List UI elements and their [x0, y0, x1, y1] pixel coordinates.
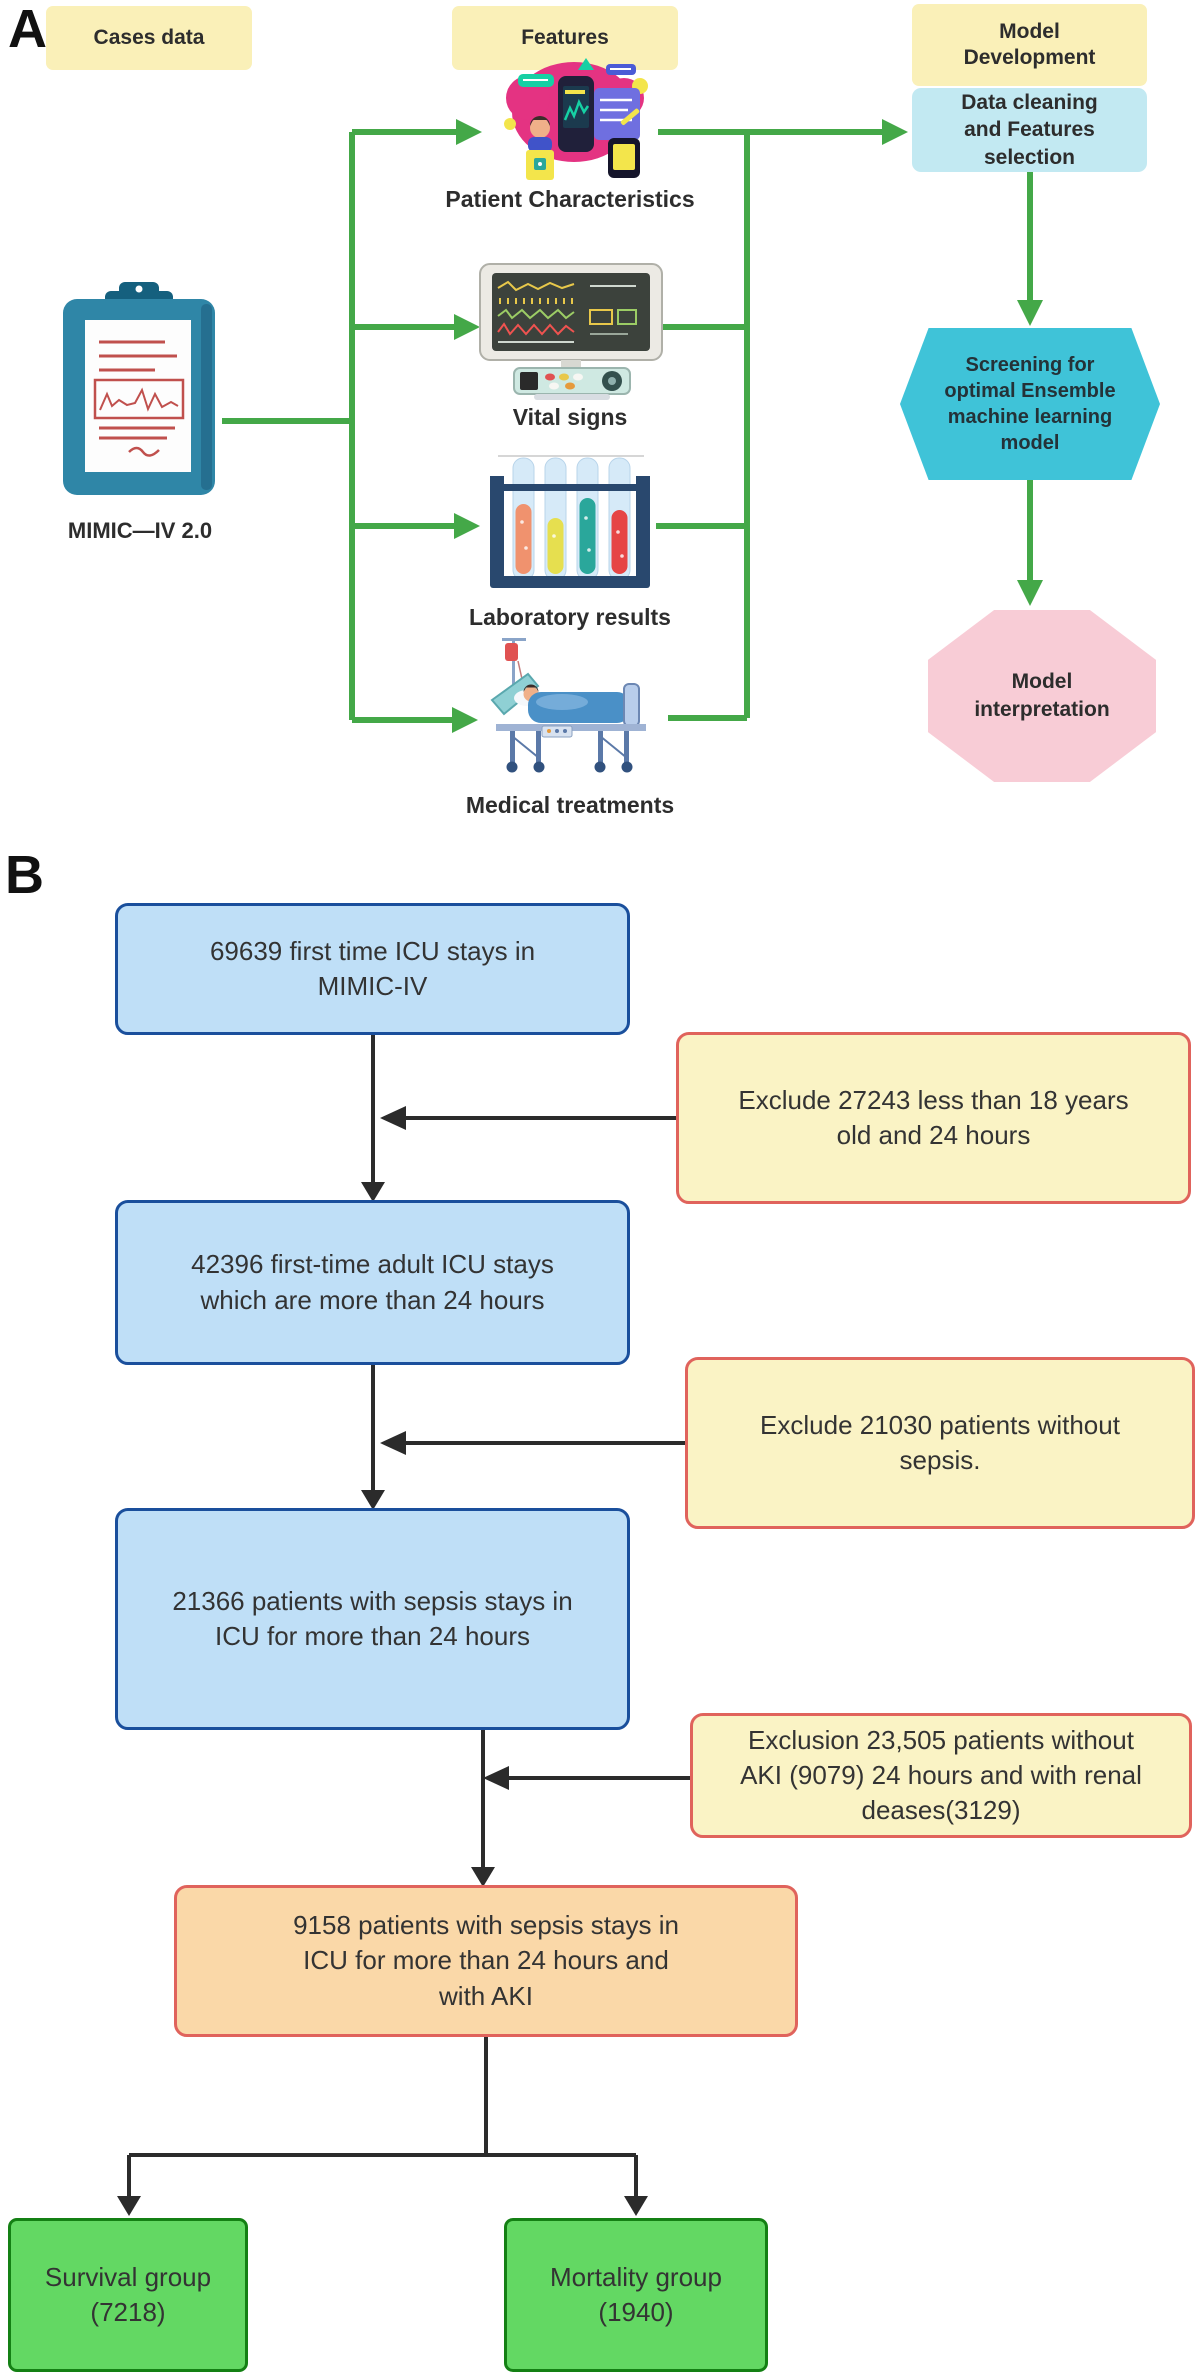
outcome-box-mortality: Mortality group (1940) [504, 2218, 768, 2372]
exclusion-box-aki: Exclusion 23,505 patients without AKI (9… [690, 1713, 1192, 1838]
model-development-header: Model Development [912, 4, 1147, 86]
vital-signs-icon [479, 263, 663, 400]
medical-treatments-label: Medical treatments [465, 792, 675, 818]
outcome-box-survival: Survival group (7218) [8, 2218, 248, 2372]
flow-box-adult-stays: 42396 first-time adult ICU stays which a… [115, 1200, 630, 1365]
mimic-source-label: MIMIC—IV 2.0 [67, 518, 213, 543]
hospital-bed-illustration [478, 636, 668, 776]
flow-box-icu-stays: 69639 first time ICU stays in MIMIC-IV [115, 903, 630, 1035]
laboratory-results-label: Laboratory results [469, 604, 671, 630]
hospital-bed-icon [490, 638, 646, 773]
flow-box-sepsis-stays: 21366 patients with sepsis stays in ICU … [115, 1508, 630, 1730]
patient-characteristics-label: Patient Characteristics [445, 186, 695, 212]
panel-b-label: B [5, 845, 44, 905]
black-connectors [127, 1035, 690, 2198]
model-interpretation-step: Model interpretation [928, 610, 1156, 782]
black-arrowheads [117, 1106, 648, 2216]
lab-test-tubes-illustration [486, 452, 654, 594]
patient-characteristics-icon [504, 58, 648, 180]
vital-signs-label: Vital signs [512, 404, 628, 430]
cases-data-header: Cases data [46, 6, 252, 70]
screening-step: Screening for optimal Ensemble machine l… [900, 328, 1160, 480]
exclusion-box-sepsis: Exclude 21030 patients without sepsis. [685, 1357, 1195, 1529]
patient-characteristics-illustration [488, 50, 656, 184]
features-header: Features [452, 6, 678, 70]
exclusion-box-age: Exclude 27243 less than 18 years old and… [676, 1032, 1191, 1204]
mimic-clipboard-illustration [55, 282, 223, 512]
vital-signs-monitor-illustration [478, 262, 664, 400]
data-cleaning-step: Data cleaning and Features selection [912, 88, 1147, 172]
green-arrowheads [452, 119, 1043, 733]
flow-box-aki-cohort: 9158 patients with sepsis stays in ICU f… [174, 1885, 798, 2037]
panel-a-label: A [8, 0, 47, 59]
test-tubes-icon [490, 455, 650, 588]
green-connectors [222, 129, 1033, 723]
clipboard-icon [63, 282, 215, 495]
